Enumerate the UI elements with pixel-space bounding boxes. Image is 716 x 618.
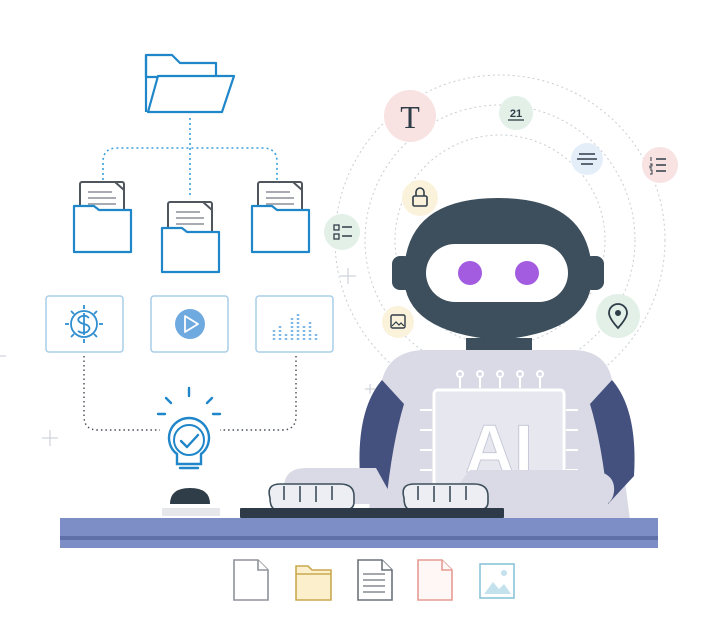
keyboard <box>240 508 504 518</box>
image-file-icon <box>479 563 515 599</box>
tree-connectors <box>102 118 278 198</box>
robot: AI <box>268 198 635 520</box>
document-icon <box>233 559 269 601</box>
process-card-finance <box>45 295 124 353</box>
process-card-video <box>150 295 229 353</box>
robot-chest-circuit <box>420 370 578 471</box>
image-icon <box>382 306 414 338</box>
text-document-icon <box>357 559 393 601</box>
folder-icon <box>295 565 332 601</box>
strikethrough-icon <box>571 143 603 175</box>
text-format-icon: T <box>384 90 436 142</box>
pdf-document-icon <box>417 559 453 601</box>
dollar-gear-icon <box>65 305 103 343</box>
play-video-icon <box>175 309 205 339</box>
badge-number: 21 <box>510 108 522 120</box>
document-folder-left <box>72 181 133 254</box>
robot-visor <box>426 244 568 302</box>
robot-right-eye <box>515 261 539 285</box>
robot-hands <box>268 483 489 511</box>
badge-letter: T <box>400 99 420 135</box>
robot-left-eye <box>458 261 482 285</box>
location-pin-icon <box>596 294 640 338</box>
bar-chart-icon <box>272 312 318 340</box>
root-folder-icon <box>144 53 236 114</box>
desk <box>60 518 658 548</box>
lock-icon <box>402 180 438 216</box>
lightbulb-check-icon <box>156 386 222 516</box>
process-card-analytics <box>255 295 334 353</box>
numbered-list-icon <box>642 147 678 183</box>
document-folder-right <box>250 181 311 254</box>
robot-right-arm <box>590 380 635 504</box>
number-icon: 21 <box>499 96 533 130</box>
document-folder-center <box>160 201 221 274</box>
checklist-icon <box>324 214 360 250</box>
